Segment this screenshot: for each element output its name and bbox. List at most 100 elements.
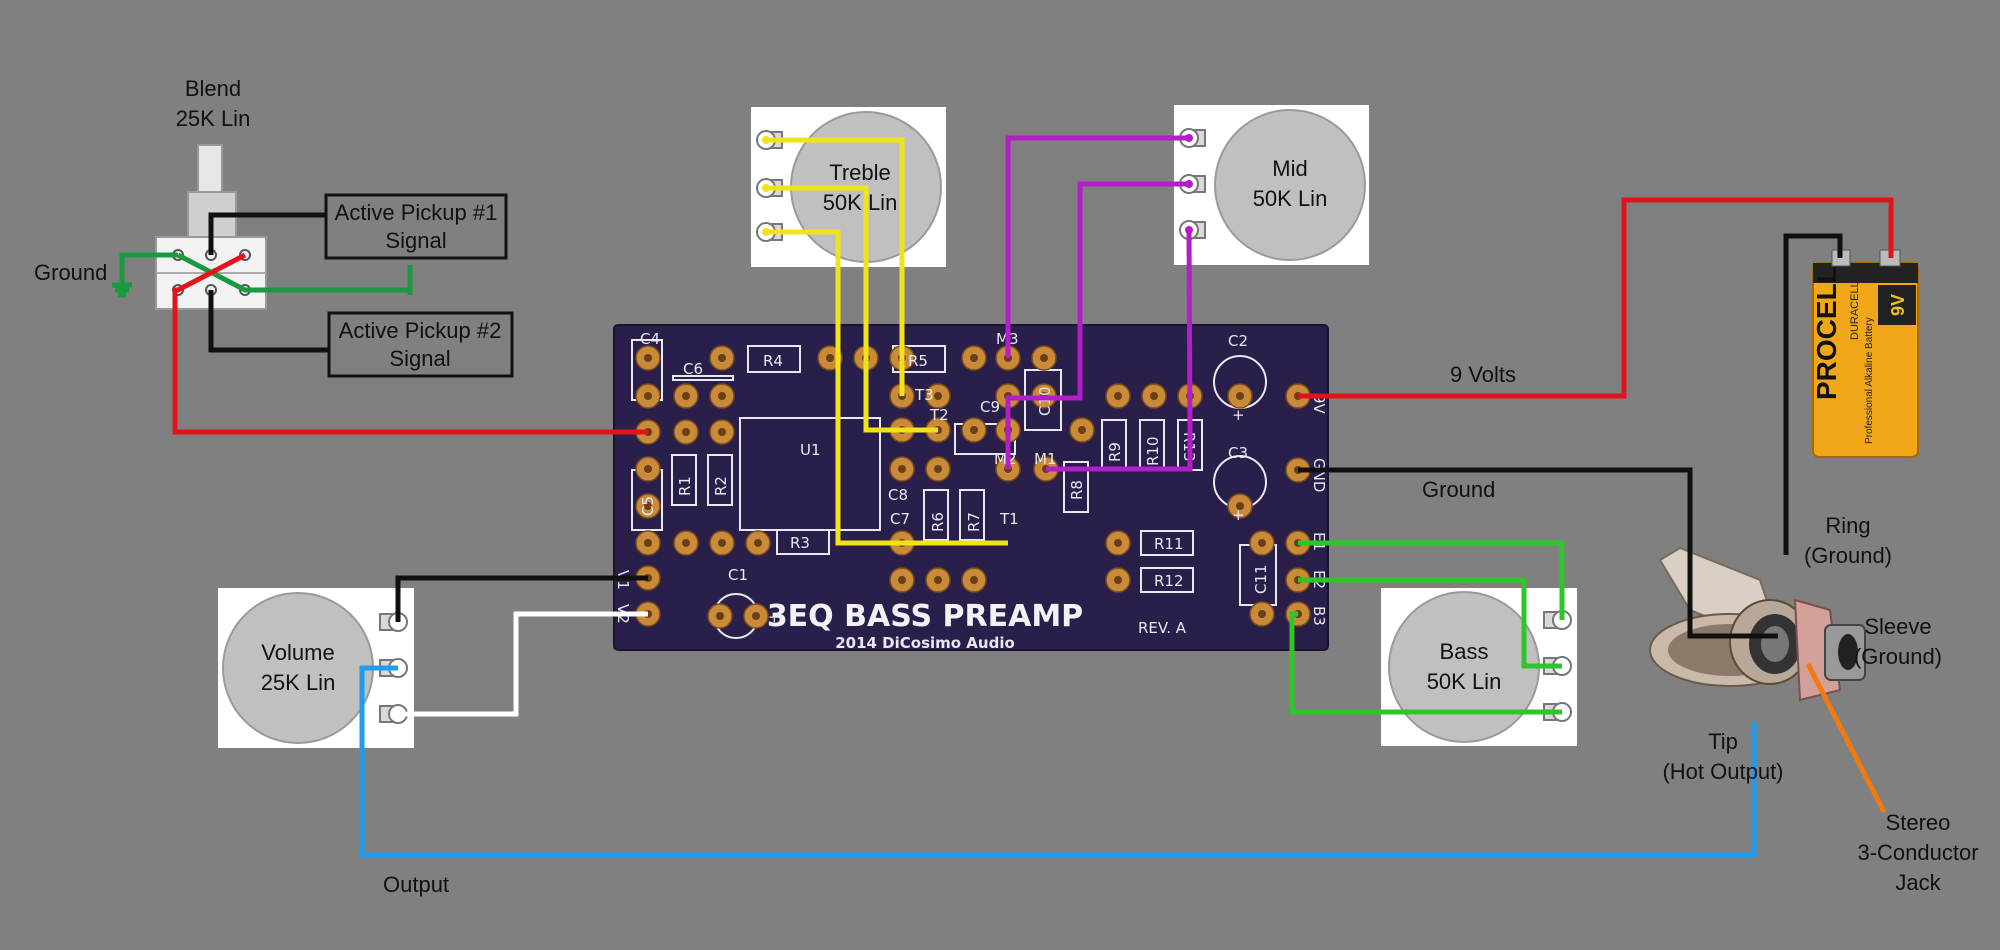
battery-volt: 9V	[1888, 294, 1908, 316]
label-jack-2: 3-Conductor	[1857, 840, 1978, 865]
pcb-pad-hole	[718, 392, 726, 400]
pcb-label-gnd: GND	[1310, 458, 1328, 492]
pcb-label-c11: C11	[1252, 564, 1270, 594]
pcb-pad-hole	[718, 354, 726, 362]
battery-sub: DURACELL	[1849, 281, 1861, 340]
pickup-2-line1: Active Pickup #2	[339, 318, 502, 343]
wire-black-battery	[1783, 233, 1843, 555]
pcb-label-9v: 9V	[1310, 394, 1328, 415]
pcb-pad-hole	[1236, 392, 1244, 400]
blend-pot-value: 25K Lin	[176, 106, 251, 131]
pcb-label-r3: R3	[790, 534, 810, 552]
pcb-pad-hole	[1150, 392, 1158, 400]
svg-text:+: +	[1232, 406, 1245, 424]
pcb-pad-hole	[754, 539, 762, 547]
pcb-pad-hole	[1114, 392, 1122, 400]
pcb-pad-hole	[644, 539, 652, 547]
ground-symbol	[112, 282, 132, 298]
mid-pot-value: 50K Lin	[1253, 186, 1328, 211]
pcb-pad-hole	[644, 502, 652, 510]
pcb-label-c4: C4	[640, 330, 660, 348]
label-sleeve-2: (Ground)	[1854, 644, 1942, 669]
label-ground-left: Ground	[34, 260, 107, 285]
wire-ground-green	[119, 252, 178, 285]
pcb-pad-hole	[1040, 354, 1048, 362]
pcb-pad-hole	[752, 612, 760, 620]
pcb-pad-hole	[644, 392, 652, 400]
pcb-label-c6: C6	[683, 360, 703, 378]
pcb-pad-hole	[898, 465, 906, 473]
wire-blue-output	[359, 665, 1757, 858]
pcb-pad-hole	[934, 576, 942, 584]
pcb-label-c8: C8	[888, 486, 908, 504]
pickup-1-line2: Signal	[385, 228, 446, 253]
pcb-pad-hole	[1078, 426, 1086, 434]
label-tip-2: (Hot Output)	[1662, 759, 1783, 784]
label-ground-right: Ground	[1422, 477, 1495, 502]
pcb-label-c1: C1	[728, 566, 748, 584]
treble-pot-value: 50K Lin	[823, 190, 898, 215]
pcb-label-c7: C7	[890, 510, 910, 528]
pcb-label-r1: R1	[676, 476, 694, 496]
pcb-label-b3: B3	[1310, 606, 1328, 626]
wire-green-b3	[1289, 611, 1562, 715]
pickup-2-box: Active Pickup #2 Signal	[327, 311, 514, 378]
pcb-label-r2: R2	[712, 476, 730, 496]
pcb-pad-hole	[1114, 539, 1122, 547]
pcb-subtitle: 2014 DiCosimo Audio	[835, 634, 1015, 652]
label-output: Output	[383, 872, 449, 897]
svg-text:+: +	[768, 608, 781, 626]
wire-red-input	[172, 252, 648, 435]
pcb-label-r8: R8	[1068, 480, 1086, 500]
label-tip-1: Tip	[1708, 729, 1738, 754]
mid-pot-name: Mid	[1272, 156, 1307, 181]
label-ring-1: Ring	[1825, 513, 1870, 538]
pcb-label-c10: C10	[1036, 386, 1054, 416]
wire-pickup-1	[208, 212, 326, 255]
volume-pot-value: 25K Lin	[261, 670, 336, 695]
label-sleeve-1: Sleeve	[1864, 614, 1931, 639]
wire-purple-m2	[1005, 181, 1189, 469]
bass-pot-name: Bass	[1440, 639, 1489, 664]
bass-pot: Bass 50K Lin	[1381, 588, 1577, 746]
pcb-label-r9: R9	[1106, 442, 1124, 462]
pcb-pad-hole	[682, 392, 690, 400]
battery-9v: 9V PROCELL DURACELL Professional Alkalin…	[1811, 249, 1919, 458]
pcb-pad-hole	[1236, 502, 1244, 510]
pcb-title: 3EQ BASS PREAMP	[767, 599, 1083, 634]
wire-dots	[762, 134, 1193, 236]
pcb-label-r7: R7	[965, 512, 983, 532]
pcb-label-c2: C2	[1228, 332, 1248, 350]
volume-pot-name: Volume	[261, 640, 334, 665]
pcb-pad-hole	[898, 576, 906, 584]
wire-orange-leader	[1805, 662, 1887, 814]
pcb-label-m2: M2	[994, 450, 1017, 468]
label-jack-1: Stereo	[1886, 810, 1951, 835]
blend-pot-name: Blend	[185, 76, 241, 101]
pcb-label-t3: T3	[914, 386, 934, 404]
pcb-pad-hole	[682, 539, 690, 547]
pickup-1-line1: Active Pickup #1	[335, 200, 498, 225]
wires	[112, 135, 1894, 858]
svg-text:+: +	[1232, 506, 1245, 524]
wire-white-volume	[398, 611, 648, 717]
volume-pot: Volume 25K Lin	[218, 588, 414, 748]
pcb-pad-hole	[682, 428, 690, 436]
pcb-rev: REV. A	[1138, 619, 1187, 637]
wire-green-e2	[1298, 577, 1562, 669]
wire-purple-m1	[1046, 229, 1193, 472]
pcb-label-c9: C9	[980, 398, 1000, 416]
pcb-label-r12: R12	[1154, 572, 1184, 590]
pickup-2-line2: Signal	[389, 346, 450, 371]
pcb-label-r11: R11	[1154, 535, 1184, 553]
pcb-label-t1: T1	[999, 510, 1019, 528]
bass-pot-value: 50K Lin	[1427, 669, 1502, 694]
pcb-pad-hole	[1258, 539, 1266, 547]
pcb-pad-hole	[644, 354, 652, 362]
pickup-1-box: Active Pickup #1 Signal	[324, 193, 508, 260]
label-ring-2: (Ground)	[1804, 543, 1892, 568]
label-jack-3: Jack	[1895, 870, 1941, 895]
wire-red-9v	[1298, 197, 1894, 399]
pcb-pad-hole	[1114, 576, 1122, 584]
